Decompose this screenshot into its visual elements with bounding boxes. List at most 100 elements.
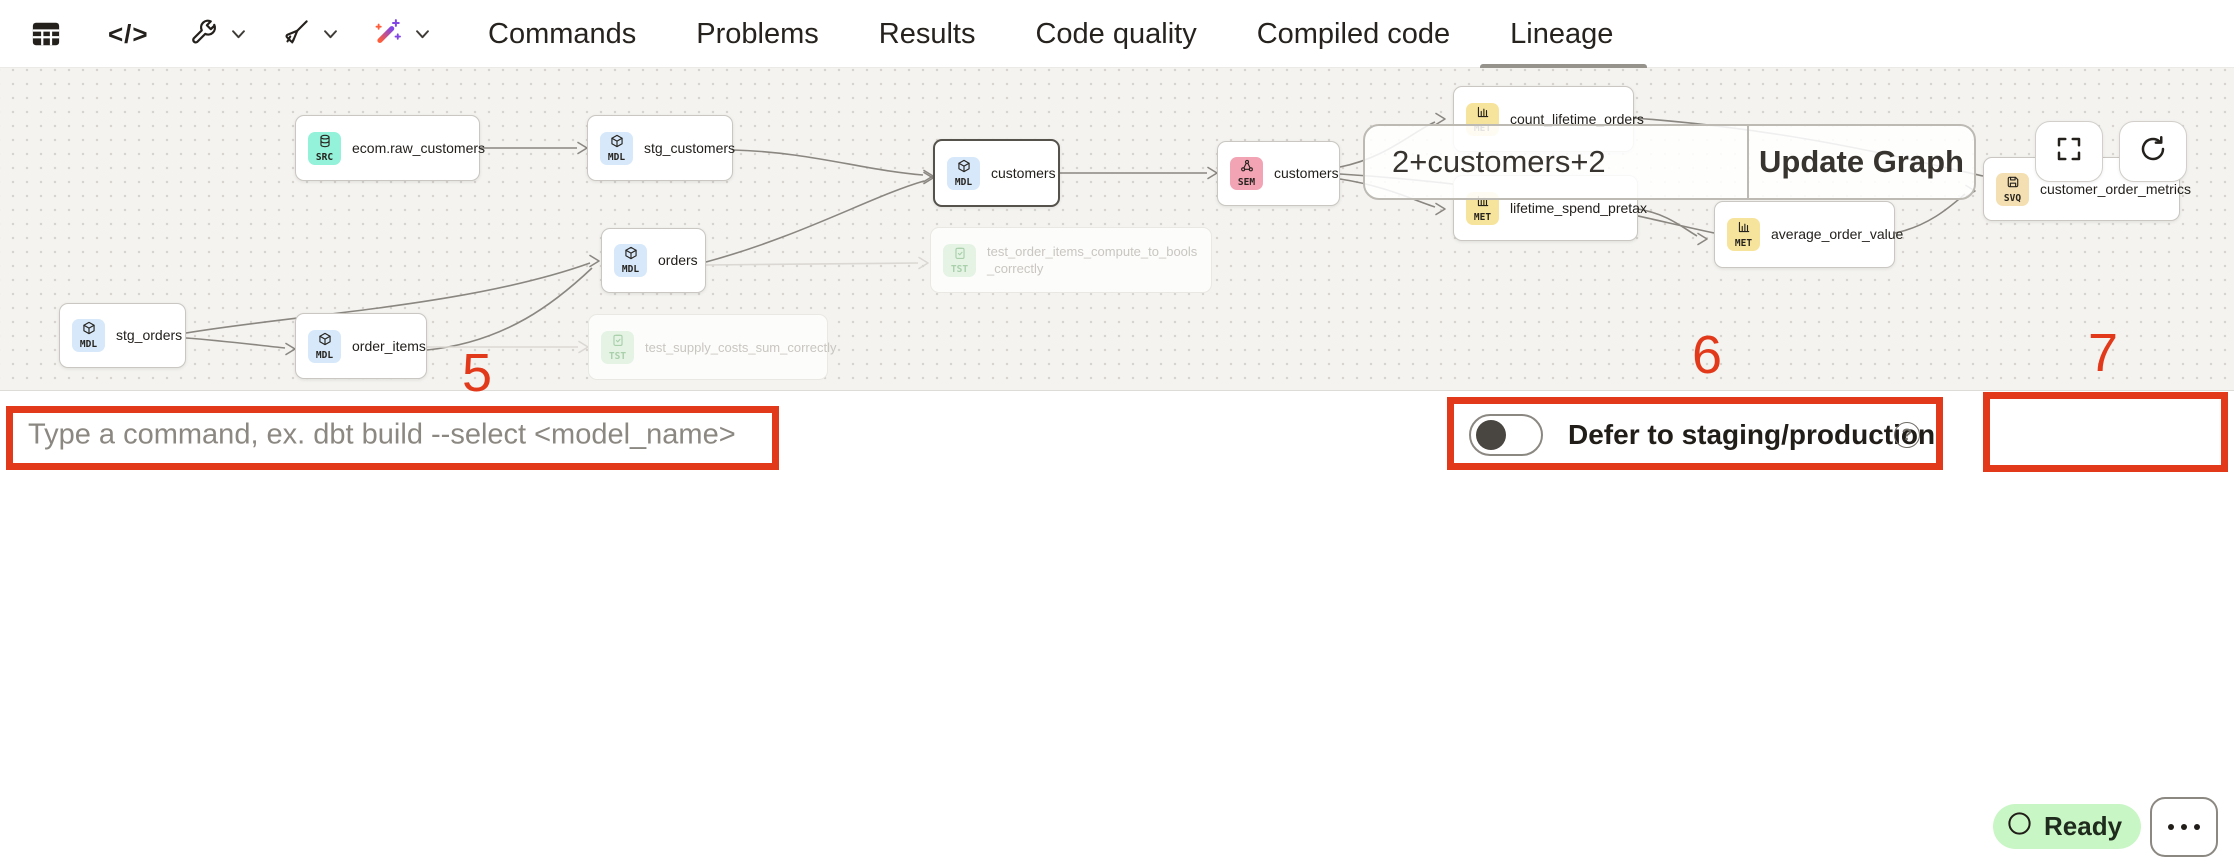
node-type-badge: MDL — [72, 319, 105, 352]
more-options-button[interactable] — [2150, 797, 2218, 857]
node-type-label: MET — [1734, 238, 1753, 249]
model-icon — [957, 159, 971, 178]
node-label: stg_customers — [644, 139, 736, 156]
broom-icon — [281, 17, 311, 52]
lineage-node[interactable]: SEM customers — [1217, 141, 1340, 206]
node-type-label: MET — [1473, 211, 1492, 223]
refresh-button[interactable] — [2119, 121, 2187, 182]
lineage-node[interactable]: TST test_supply_costs_sum_correctly — [588, 314, 836, 380]
lineage-node[interactable]: SRC ecom.raw_customers — [295, 115, 485, 181]
tab[interactable]: Lineage — [1480, 0, 1648, 68]
lineage-node[interactable]: MDL stg_orders — [59, 303, 186, 368]
lineage-node[interactable]: MDL customers — [933, 139, 1060, 207]
node-label: customer_order_metrics — [2040, 180, 2191, 197]
model-icon — [318, 332, 332, 351]
status-label: Ready — [2044, 811, 2123, 841]
table-icon[interactable] — [30, 19, 62, 49]
lineage-graph-canvas[interactable]: SRC ecom.raw_customers MDL stg_customers… — [0, 68, 2234, 390]
tab[interactable]: Problems — [696, 0, 819, 68]
code-glyph: </> — [108, 18, 149, 49]
model-icon — [610, 134, 624, 153]
status-badge[interactable]: Ready — [1993, 804, 2142, 849]
node-type-badge: MDL — [600, 131, 633, 165]
copilot-wand-icon — [373, 17, 403, 52]
lineage-node[interactable]: MDL orders — [601, 228, 706, 293]
node-label: customers — [991, 164, 1056, 181]
node-type-label: SEM — [1237, 177, 1256, 188]
code-icon[interactable]: </> — [108, 19, 149, 50]
node-type-badge: MDL — [947, 156, 980, 190]
tab-bar: Commands Problems Results Code quality Compi… — [488, 0, 1648, 68]
node-type-badge: MET — [1727, 218, 1760, 251]
fullscreen-icon — [2054, 134, 2084, 169]
node-label: order_items — [352, 337, 426, 354]
tab-label: Commands — [488, 17, 637, 50]
node-type-badge: TST — [601, 330, 634, 364]
graph-selector-panel: 2+customers+2 Update Graph — [1363, 124, 1976, 200]
tab[interactable]: Code quality — [1035, 0, 1196, 68]
lint-broom-button[interactable] — [281, 17, 337, 52]
tab-label: Compiled code — [1256, 17, 1451, 50]
semantic-model-icon — [1240, 159, 1254, 178]
chevron-down-icon[interactable] — [323, 29, 337, 39]
status-circle-icon — [2006, 810, 2033, 844]
node-type-label: TST — [608, 350, 627, 362]
node-type-badge: MDL — [614, 244, 647, 277]
node-label: average_order_value — [1771, 226, 1904, 242]
node-label: orders — [658, 252, 698, 268]
top-bar: </> — [0, 0, 2234, 68]
tab-label: Lineage — [1510, 17, 1614, 50]
node-label: test_supply_costs_sum_correctly — [645, 339, 837, 355]
format-wrench-button[interactable] — [189, 17, 245, 52]
chevron-down-icon[interactable] — [415, 29, 429, 39]
command-input[interactable] — [28, 418, 1128, 451]
node-type-label: MDL — [315, 349, 334, 361]
node-label: test_order_items_compute_to_bools_correc… — [987, 244, 1198, 276]
defer-toggle[interactable] — [1469, 413, 1543, 456]
tab[interactable]: Commands — [488, 0, 636, 68]
refresh-icon — [2138, 134, 2168, 169]
lineage-node[interactable]: MET average_order_value — [1714, 201, 1903, 268]
database-icon — [318, 134, 332, 153]
metric-icon — [1476, 105, 1490, 124]
node-type-badge: TST — [943, 243, 976, 277]
tab[interactable]: Results — [879, 0, 976, 68]
node-label: count_lifetime_orders — [1510, 110, 1644, 127]
help-icon[interactable]: ? — [1894, 421, 1920, 448]
panel-divider — [1747, 126, 1749, 198]
model-icon — [624, 246, 638, 265]
command-bar: Defer to staging/production ? Ready — [0, 390, 2234, 857]
node-type-label: SVQ — [2003, 192, 2022, 204]
editor-toolbar: </> — [30, 0, 429, 68]
graph-selector-input[interactable]: 2+customers+2 — [1392, 144, 1606, 179]
update-graph-button[interactable]: Update Graph — [1759, 144, 1964, 179]
node-type-label: MDL — [79, 339, 98, 350]
node-type-label: MDL — [607, 151, 626, 163]
tab[interactable]: Compiled code — [1257, 0, 1450, 68]
node-type-label: SRC — [315, 151, 334, 163]
node-type-label: TST — [950, 263, 969, 275]
node-type-badge: SEM — [1230, 157, 1263, 190]
ellipsis-icon — [2168, 824, 2174, 830]
fullscreen-button[interactable] — [2035, 121, 2103, 182]
tab-label: Problems — [696, 17, 819, 50]
lineage-node[interactable]: MDL stg_customers — [587, 115, 736, 181]
defer-control: Defer to staging/production — [1469, 413, 1935, 456]
tab-label: Code quality — [1035, 17, 1197, 50]
chevron-down-icon[interactable] — [231, 29, 245, 39]
saved-query-icon — [2006, 175, 2020, 194]
lineage-node[interactable]: TST test_order_items_compute_to_bools_co… — [930, 227, 1212, 293]
node-type-badge: SVQ — [1996, 172, 2029, 206]
node-label: ecom.raw_customers — [352, 139, 486, 156]
metric-icon — [1737, 220, 1751, 239]
node-label: stg_orders — [116, 327, 183, 343]
toggle-knob — [1476, 419, 1506, 450]
copilot-wand-button[interactable] — [373, 17, 429, 52]
lineage-node[interactable]: MDL order_items — [295, 313, 427, 379]
node-type-label: MDL — [621, 264, 640, 275]
node-type-badge: SRC — [308, 131, 341, 165]
model-icon — [82, 321, 96, 340]
wrench-icon — [189, 17, 219, 52]
node-label: lifetime_spend_pretax — [1510, 199, 1647, 216]
